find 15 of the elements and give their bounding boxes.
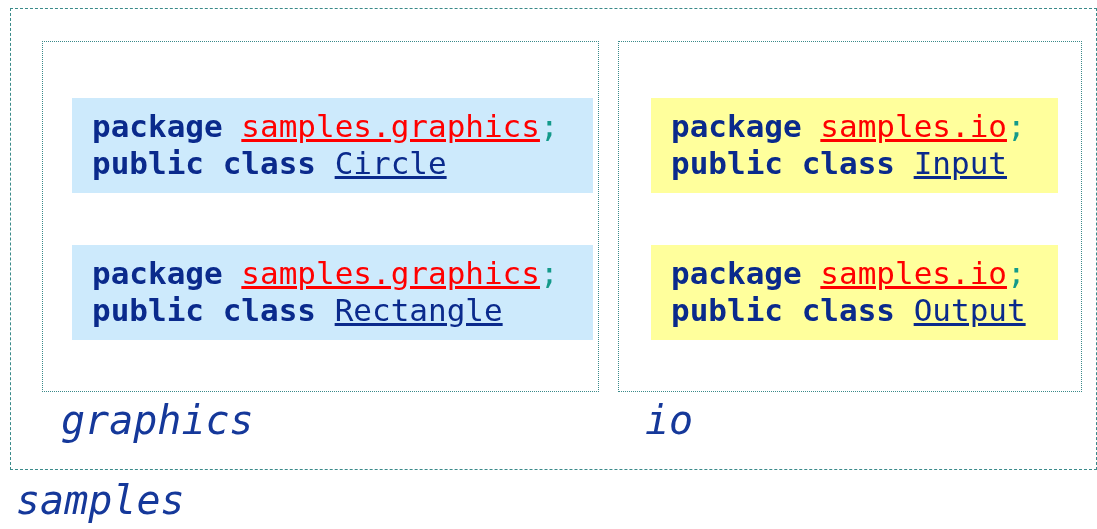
- class-declaration-box: [651, 98, 1058, 193]
- code-line: package samples.io;: [671, 108, 1026, 145]
- code-line: package samples.io;: [671, 255, 1026, 292]
- code-line: package samples.graphics;: [92, 108, 559, 145]
- class-declaration-box: [72, 245, 593, 340]
- class-declaration-box: [72, 98, 593, 193]
- package-name: graphics: [61, 397, 254, 443]
- package-name: samples: [16, 477, 185, 523]
- code-line: package samples.graphics;: [92, 255, 559, 292]
- code-line: public class Rectangle: [92, 292, 503, 329]
- class-declaration-box: [651, 245, 1058, 340]
- code-line: public class Output: [671, 292, 1026, 329]
- package-name: io: [645, 397, 694, 443]
- code-line: public class Circle: [92, 145, 447, 182]
- code-line: public class Input: [671, 145, 1007, 182]
